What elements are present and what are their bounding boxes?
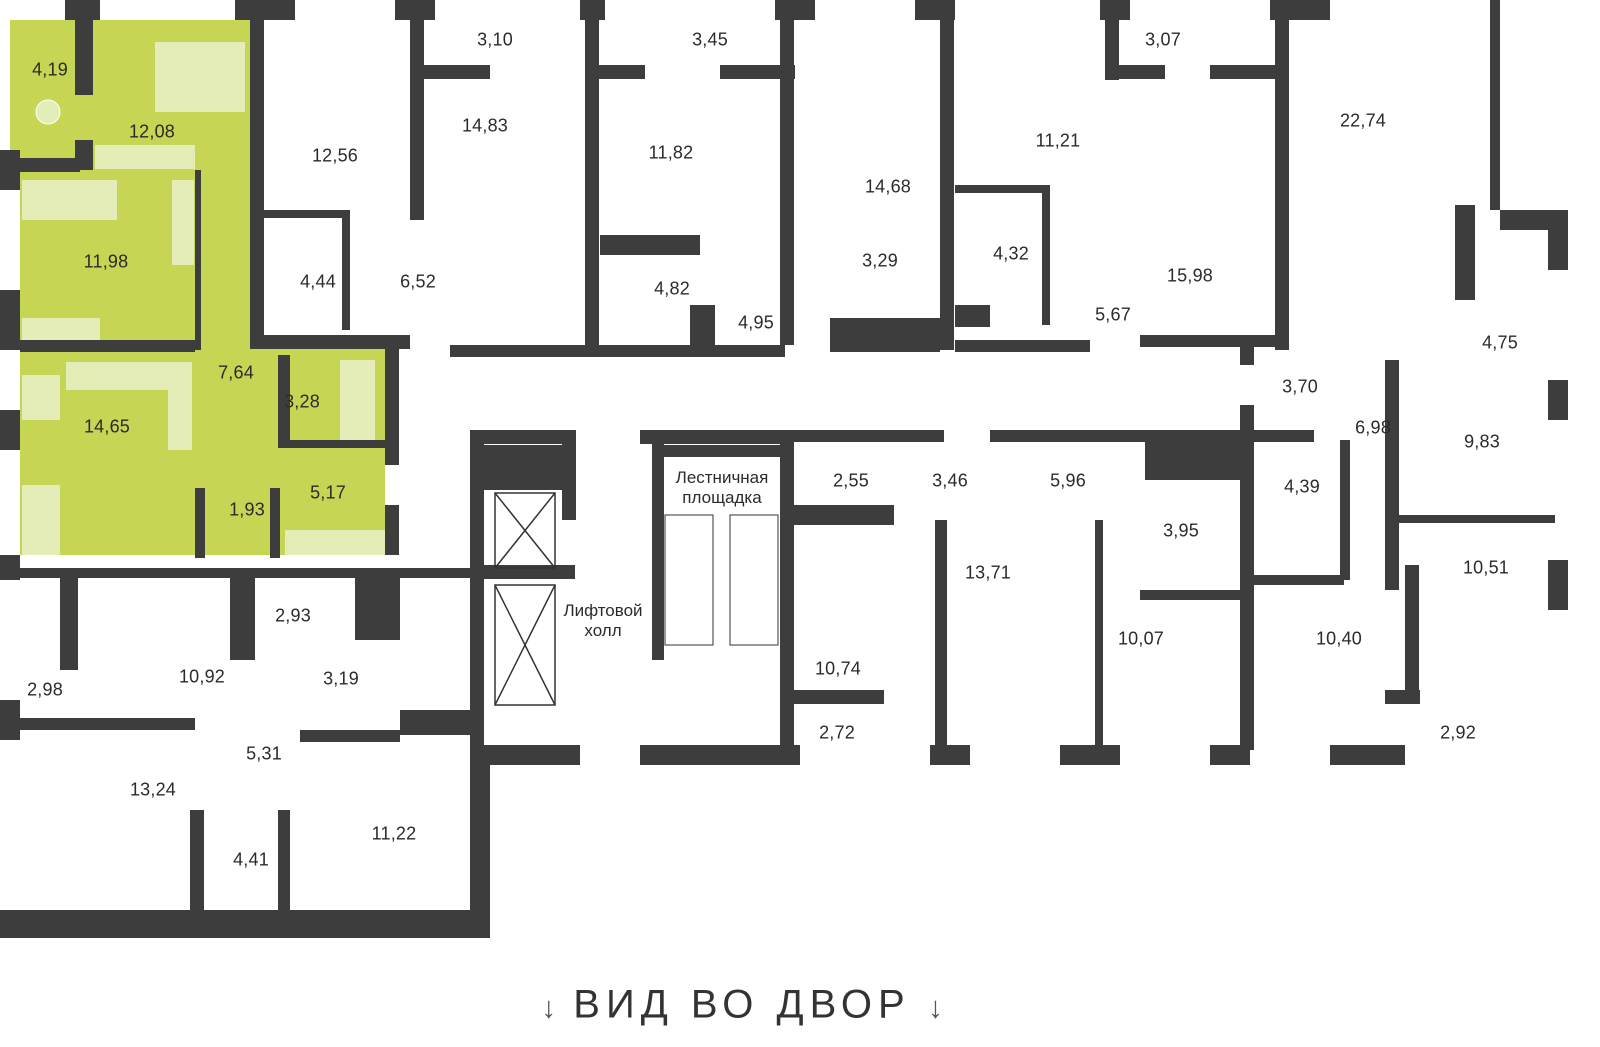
room-area-label: 4,39	[1284, 476, 1320, 497]
room-area-label: 2,92	[1440, 722, 1476, 743]
room-area-label: 3,07	[1145, 29, 1181, 50]
room-area-label: 10,40	[1315, 628, 1363, 649]
room-area-label: 7,64	[218, 362, 254, 383]
room-area-label: 10,51	[1462, 557, 1510, 578]
arrow-down-icon: ↓	[541, 991, 557, 1025]
arrow-down-icon: ↓	[927, 991, 943, 1025]
room-area-label: 12,08	[128, 121, 176, 142]
room-area-label: 4,32	[993, 243, 1029, 264]
room-area-label: 11,82	[648, 142, 694, 163]
room-area-label: 14,68	[864, 176, 912, 197]
stairs	[664, 514, 779, 646]
room-area-label: 3,46	[932, 470, 968, 491]
elevator-shafts	[494, 492, 556, 706]
elevator-hall-label-line1: Лифтовой	[563, 601, 643, 620]
room-area-label: 15,98	[1166, 265, 1214, 286]
room-area-label: 13,24	[129, 779, 177, 800]
room-area-label: 2,72	[819, 722, 855, 743]
room-area-label: 6,52	[400, 271, 436, 292]
room-area-label: 9,83	[1464, 431, 1500, 452]
room-area-label: 4,95	[738, 312, 774, 333]
room-area-label: 22,74	[1339, 110, 1387, 131]
room-area-label: 10,74	[814, 658, 862, 679]
stairwell-label: Лестничная площадка	[676, 468, 769, 508]
room-area-label: 1,93	[229, 499, 265, 520]
room-area-label: 4,44	[300, 271, 336, 292]
room-area-label: 13,71	[964, 562, 1012, 583]
room-area-label: 14,83	[461, 115, 509, 136]
room-area-label: 2,98	[27, 679, 63, 700]
room-area-label: 11,98	[83, 251, 129, 272]
room-area-label: 6,98	[1355, 417, 1391, 438]
room-area-label: 3,45	[692, 29, 728, 50]
room-area-label: 5,96	[1050, 470, 1086, 491]
walls	[0, 0, 1568, 938]
room-area-label: 5,31	[246, 743, 282, 764]
room-area-label: 5,67	[1095, 304, 1131, 325]
room-area-label: 3,28	[284, 391, 320, 412]
room-area-label: 11,22	[371, 823, 417, 844]
stairwell-label-line1: Лестничная	[675, 468, 769, 487]
room-area-label: 3,70	[1282, 376, 1318, 397]
room-area-label: 4,82	[654, 278, 690, 299]
room-area-label: 4,41	[233, 849, 269, 870]
room-area-label: 3,29	[862, 250, 898, 271]
room-area-label: 2,55	[833, 470, 869, 491]
room-area-label: 12,56	[311, 145, 359, 166]
room-area-label: 11,21	[1035, 130, 1081, 151]
room-area-label: 4,75	[1482, 332, 1518, 353]
room-area-label: 3,95	[1163, 520, 1199, 541]
room-area-label: 2,93	[275, 605, 311, 626]
room-area-label: 3,10	[477, 29, 513, 50]
stairwell-label-line2: площадка	[682, 488, 762, 507]
view-direction-caption: ↓ ВИД ВО ДВОР ↓	[541, 983, 943, 1028]
view-direction-text: ВИД ВО ДВОР	[573, 982, 911, 1027]
elevator-hall-label: Лифтовой холл	[563, 601, 642, 641]
room-area-label: 10,07	[1117, 628, 1165, 649]
room-area-label: 14,65	[83, 416, 131, 437]
elevator-hall-label-line2: холл	[584, 621, 622, 640]
room-area-label: 4,19	[32, 59, 68, 80]
room-area-label: 5,17	[310, 482, 346, 503]
room-area-label: 3,19	[323, 668, 359, 689]
room-area-label: 10,92	[178, 666, 226, 687]
